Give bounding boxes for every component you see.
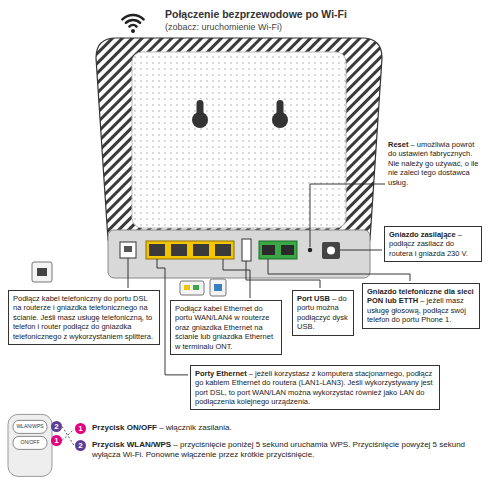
leader-line — [246, 261, 320, 288]
dsl-port-hole — [124, 246, 132, 252]
dsl-port — [120, 242, 136, 258]
button-illustration-part — [62, 426, 74, 445]
callout-text: Porty Ethernet – jeżeli korzystasz z kom… — [195, 369, 435, 407]
keyholes-part — [277, 100, 284, 120]
wifi-dot — [131, 29, 135, 33]
reset-button — [308, 248, 312, 252]
button-illustration-part — [13, 436, 47, 449]
vent-panel — [132, 52, 346, 228]
ethernet-ports-part — [193, 244, 209, 256]
title: Połączenie bezprzewodowe po Wi-Fi — [165, 8, 347, 21]
ethernet-ports — [146, 241, 234, 259]
button-illustration — [8, 414, 74, 476]
button-note: Przycisk WLAN/WPS – przyciśnięcie poniże… — [92, 440, 482, 460]
text-heading: Porty Ethernet — [195, 369, 247, 378]
phone-wall-socket — [32, 262, 52, 282]
text-heading: Port USB — [297, 294, 330, 303]
usb-port — [242, 239, 251, 261]
leader-line — [268, 259, 410, 281]
phone-ports-part — [281, 245, 294, 255]
ethernet-wall-socket-part — [210, 279, 226, 296]
callout-number: 1 — [51, 435, 62, 446]
ethernet-wall-socket — [210, 279, 226, 296]
ont-terminal-icon-part — [193, 285, 199, 290]
wifi-icon — [122, 15, 143, 26]
callout-box: Gniazdo telefoniczne dla sieci PON lub E… — [362, 283, 480, 329]
callout-text: Port USB – do portu można podłączyć dysk… — [297, 294, 349, 332]
power-socket-hole — [327, 247, 335, 255]
callout-box: Podłącz kabel Ethernet do portu WAN/LAN4… — [170, 300, 282, 355]
text-heading: Przycisk ON/OFF — [92, 423, 157, 432]
phone-ports — [259, 241, 297, 259]
button-label: ON/OFF — [13, 439, 47, 445]
back-panel — [108, 230, 370, 278]
button-note: Przycisk ON/OFF – włącznik zasilania. — [92, 423, 482, 433]
ont-terminal-icon-part — [184, 285, 190, 290]
ethernet-ports-part — [215, 244, 231, 256]
button-label: WLAN/WPS — [13, 423, 47, 429]
phone-wall-socket-part — [37, 268, 47, 276]
keyholes-part — [197, 100, 204, 120]
callout-text: Podłącz kabel telefoniczny do portu DSL … — [13, 294, 155, 341]
phone-wall-socket-part — [32, 262, 52, 282]
keyholes — [192, 100, 288, 128]
text-heading: Reset — [388, 140, 408, 149]
callout-text: Gniazdo zasilające – podłącz zasilacz do… — [389, 230, 477, 258]
text-body: – włącznik zasilania. — [157, 423, 232, 432]
ethernet-ports-part — [149, 244, 165, 256]
callout-box: Port USB – do portu można podłączyć dysk… — [292, 290, 354, 336]
power-socket — [322, 242, 340, 259]
ont-terminal-icon-part — [180, 281, 204, 295]
ethernet-ports-part — [171, 244, 187, 256]
wifi-icon-part — [130, 25, 137, 26]
wifi-icon-part — [126, 20, 140, 23]
wifi-icon-part — [122, 15, 143, 19]
text-heading: Gniazdo zasilające — [389, 230, 456, 239]
phone-ports-part — [259, 241, 297, 259]
router-housing — [96, 38, 382, 240]
ethernet-ports-part — [146, 241, 234, 259]
callout-number: 2 — [75, 440, 86, 451]
button-illustration-part — [62, 429, 74, 440]
button-illustration-part — [8, 414, 52, 476]
reset-note: Reset – umożliwia powrót do ustawień fab… — [388, 140, 484, 187]
callout-number: 1 — [75, 423, 86, 434]
callout-box: Porty Ethernet – jeżeli korzystasz z kom… — [190, 365, 440, 411]
text-heading: Przycisk WLAN/WPS — [92, 440, 171, 449]
leader-line — [310, 184, 385, 247]
leader-line — [128, 258, 129, 288]
leader-line — [340, 250, 382, 251]
callout-box: Podłącz kabel telefoniczny do portu DSL … — [8, 290, 160, 345]
ethernet-wall-socket-part — [214, 284, 222, 291]
callout-box: Gniazdo zasilające – podłącz zasilacz do… — [384, 226, 482, 262]
callout-text: Gniazdo telefoniczne dla sieci PON lub E… — [367, 287, 475, 325]
button-illustration-part — [13, 420, 47, 433]
subtitle: (zobacz: uruchomienie Wi-Fi) — [165, 22, 385, 33]
callout-text: Podłącz kabel Ethernet do portu WAN/LAN4… — [175, 304, 277, 351]
ont-terminal-icon — [180, 281, 204, 295]
callout-number: 2 — [51, 421, 62, 432]
phone-ports-part — [262, 245, 275, 255]
